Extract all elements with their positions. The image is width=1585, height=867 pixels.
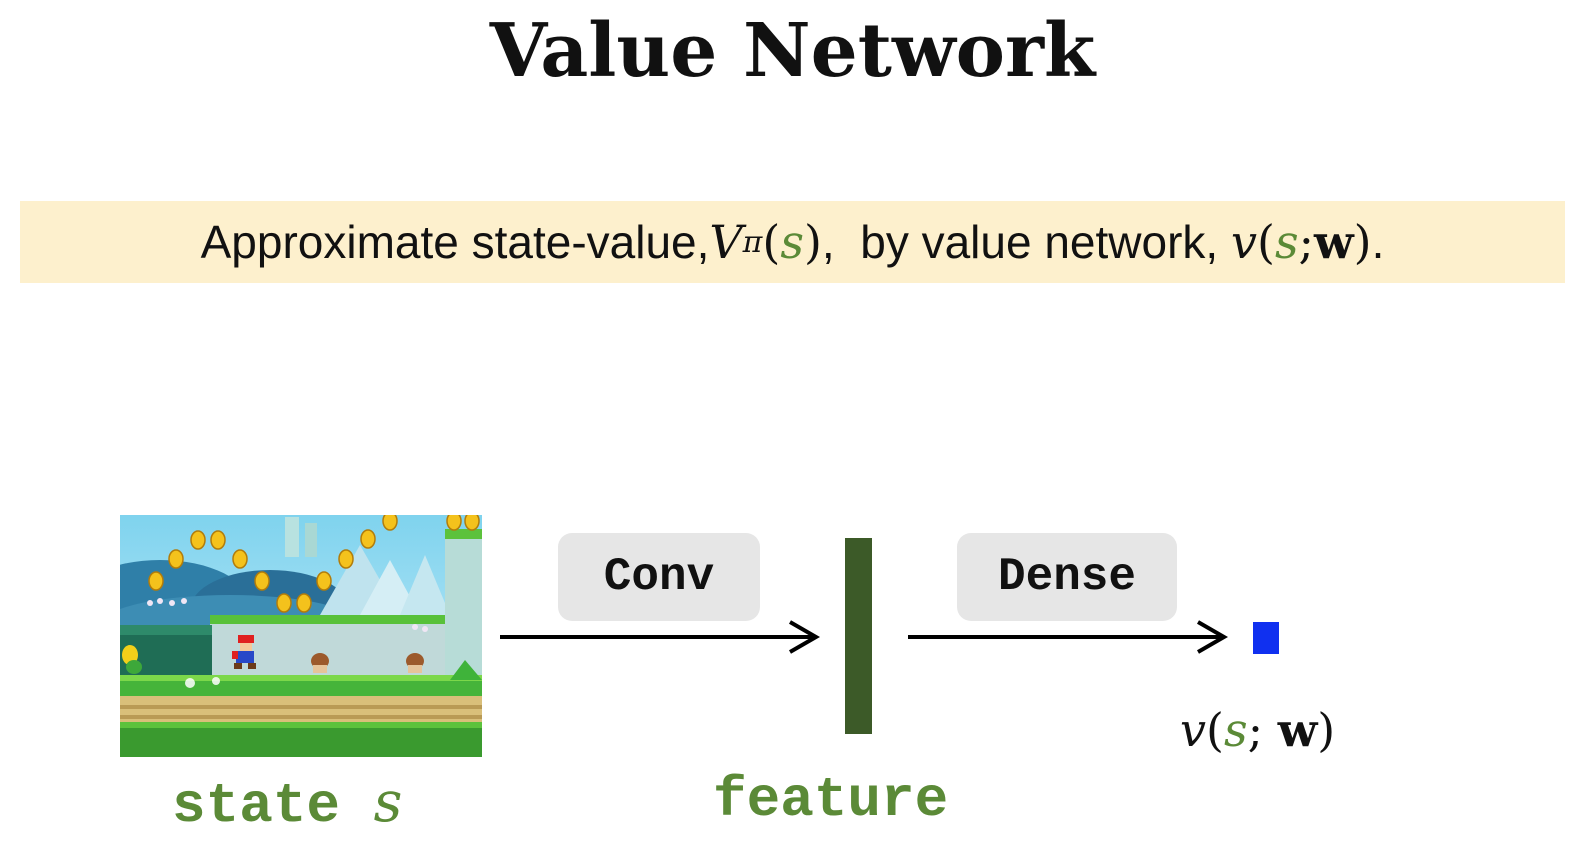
conv-arrow [500, 620, 821, 654]
conv-layer-box: Conv [558, 533, 760, 621]
state-label-word: state [172, 774, 341, 838]
output-v: v [1180, 703, 1206, 757]
pi-subscript: π [742, 224, 763, 260]
conv-label: Conv [603, 551, 715, 603]
state-label: state s [172, 770, 402, 838]
banner-text-end: . [1371, 216, 1385, 268]
mario-game-screenshot-icon [120, 515, 482, 757]
state-image [120, 515, 482, 757]
dense-arrow [908, 620, 1229, 654]
state-symbol-2: s [1274, 215, 1299, 269]
output-label: v(s; w) [1180, 703, 1336, 757]
V-symbol: V [709, 215, 743, 269]
dense-layer-box: Dense [957, 533, 1177, 621]
feature-vector-bar [845, 538, 872, 734]
feature-label: feature [713, 768, 949, 832]
banner-text-before: Approximate state-value, [200, 216, 710, 268]
output-w: w [1277, 703, 1318, 757]
state-label-var: s [373, 770, 403, 835]
weights-symbol: w [1314, 215, 1354, 269]
v-symbol: v [1230, 215, 1257, 269]
page-title: Value Network [489, 8, 1096, 94]
output-value-square [1253, 622, 1279, 654]
output-s: s [1223, 703, 1248, 757]
dense-label: Dense [997, 551, 1137, 603]
banner-text-middle: , by value network, [821, 216, 1231, 268]
state-symbol: s [780, 215, 804, 269]
